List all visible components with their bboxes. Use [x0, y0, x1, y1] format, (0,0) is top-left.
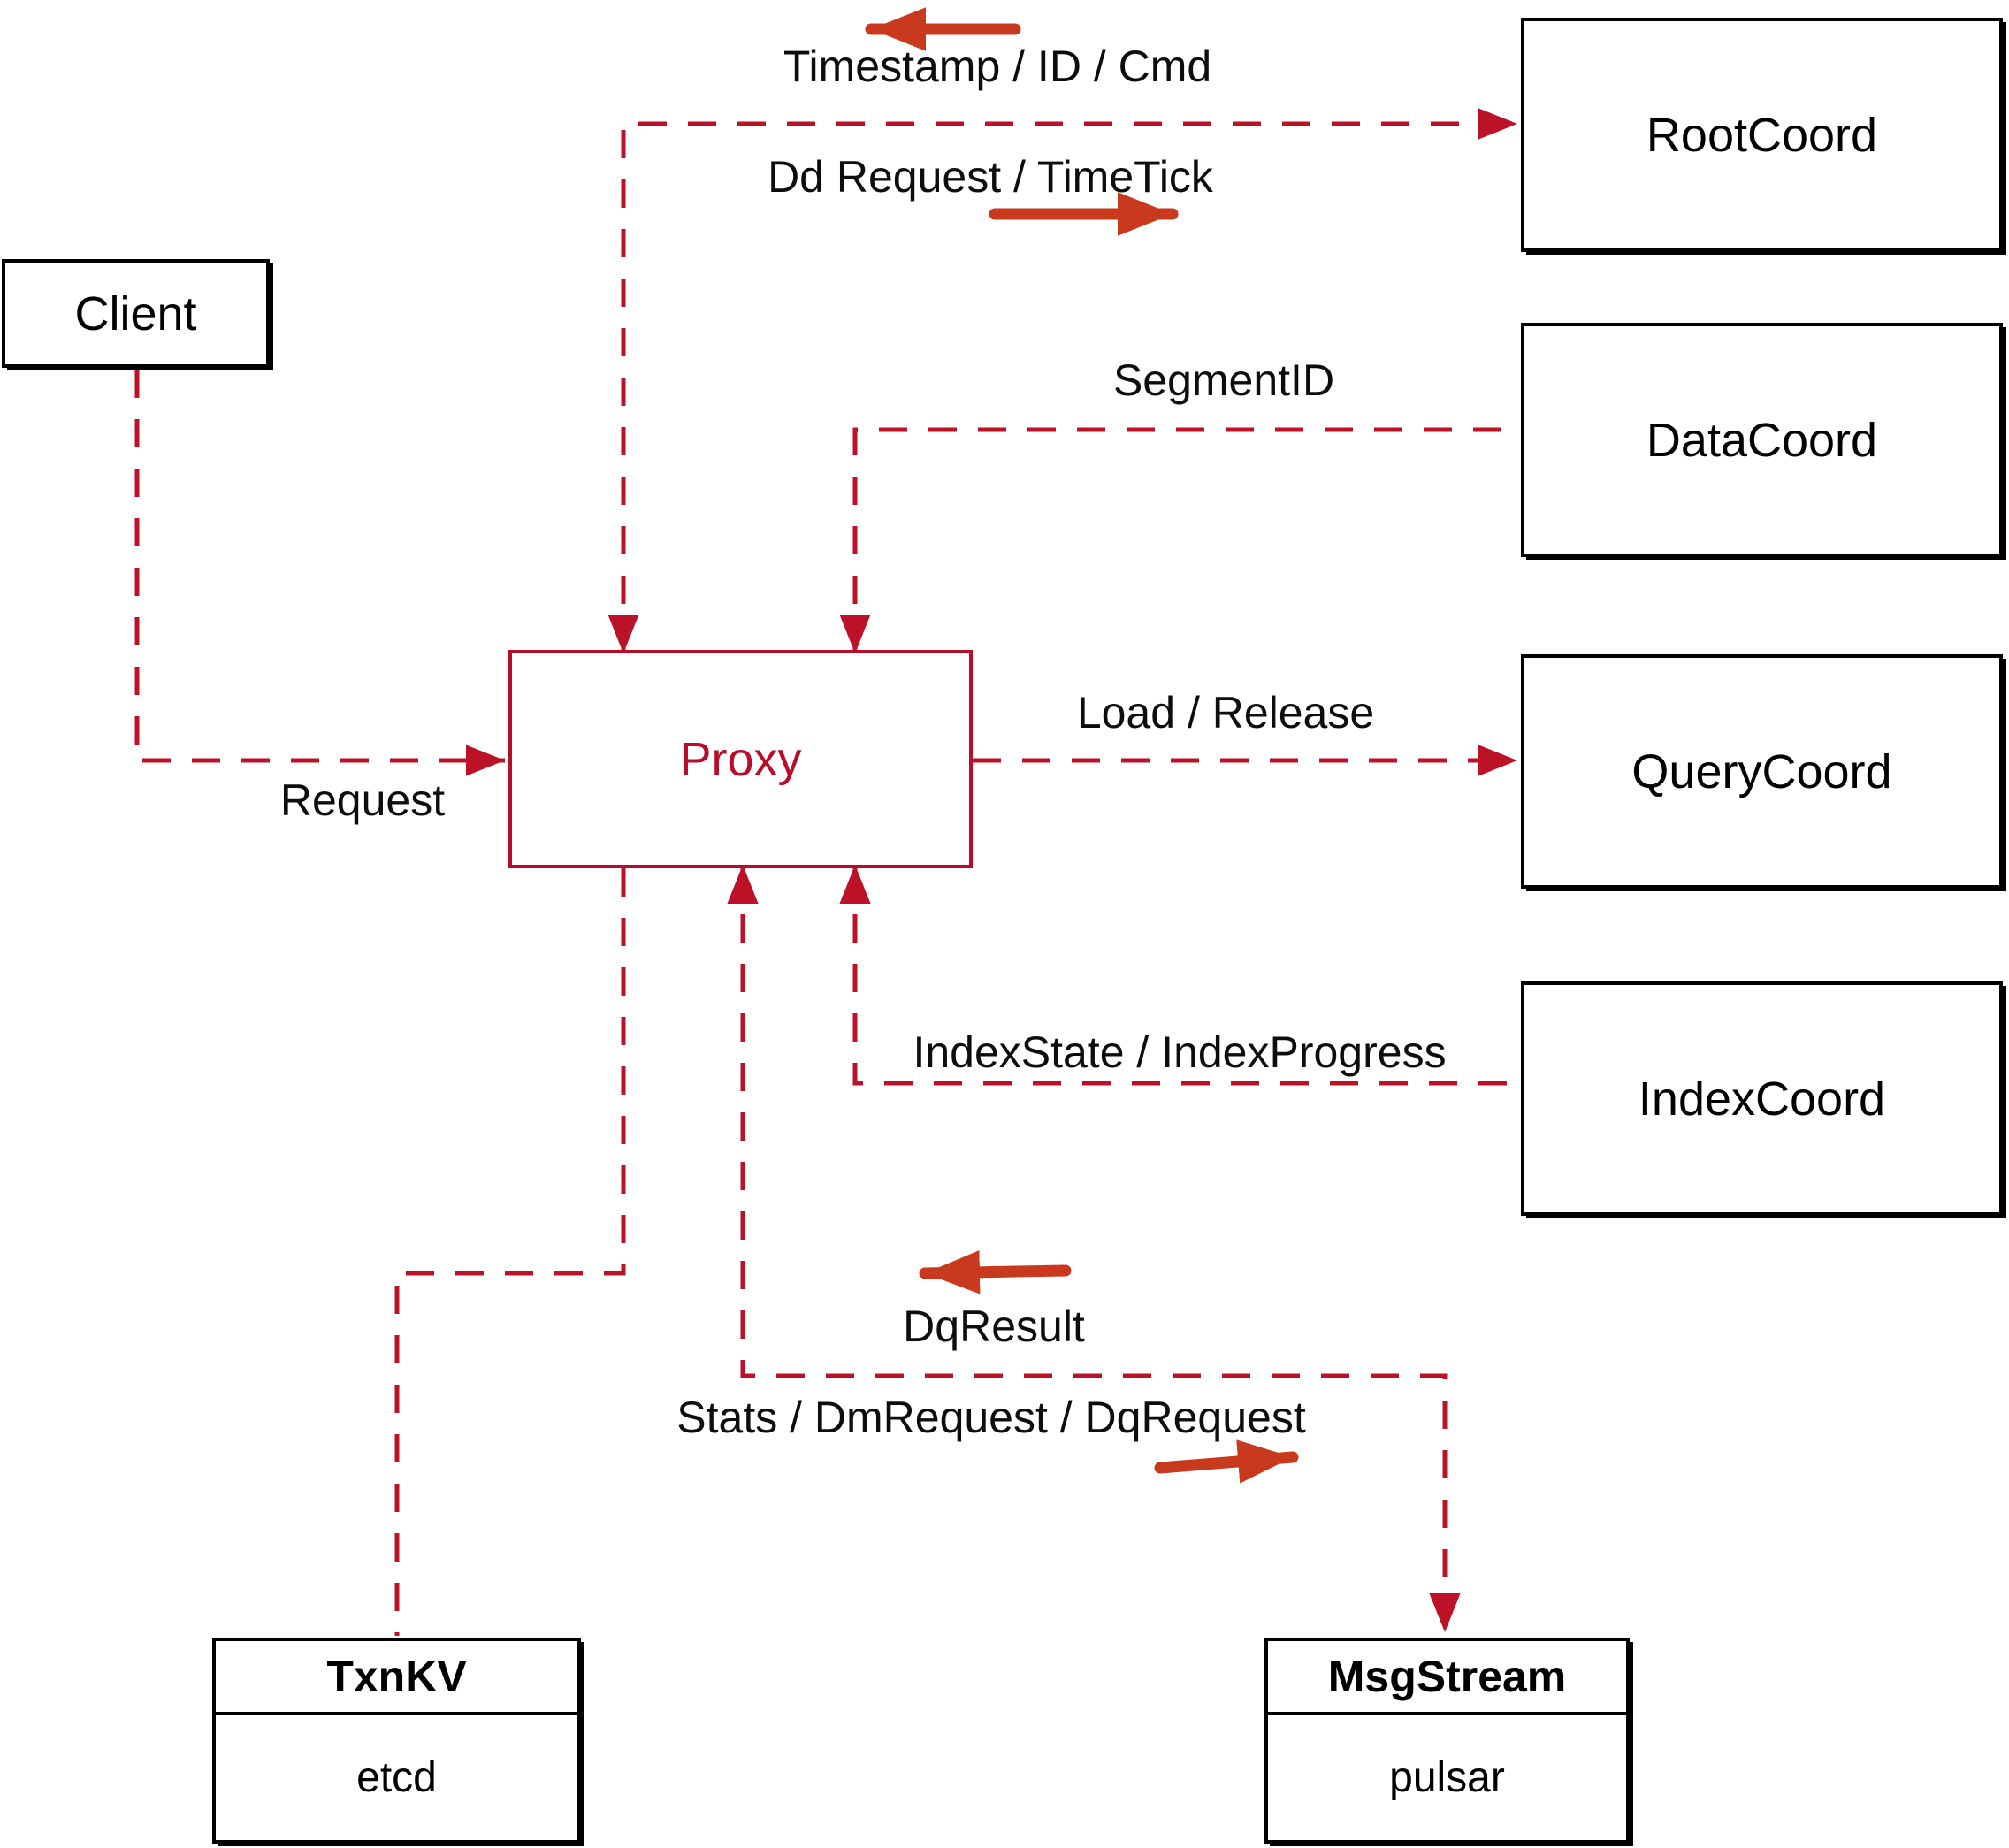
edge-proxy-msgstream [727, 865, 1461, 1632]
segment-id-label: SegmentID [1112, 355, 1335, 405]
indexcoord-node: IndexCoord [1521, 981, 2003, 1216]
msgstream-impl: pulsar [1389, 1754, 1505, 1801]
stats-right-arrow-icon [1154, 1439, 1299, 1484]
edge-client-to-proxy [134, 370, 505, 776]
txnkv-impl: etcd [356, 1754, 437, 1801]
txnkv-node: TxnKV etcd [212, 1638, 581, 1844]
dd-request-timetick-label: Dd Request / TimeTick [768, 152, 1213, 202]
load-release-label: Load / Release [1076, 688, 1375, 737]
proxy-node: Proxy [508, 650, 973, 868]
edge-proxy-rootcoord [607, 108, 1517, 653]
rootcoord-label: RootCoord [1646, 108, 1878, 162]
txnkv-title: TxnKV [216, 1641, 577, 1715]
client-label: Client [74, 286, 197, 340]
rootcoord-node: RootCoord [1521, 18, 2003, 252]
timestamp-id-cmd-label: Timestamp / ID / Cmd [783, 42, 1212, 91]
indexcoord-label: IndexCoord [1638, 1072, 1886, 1126]
dq-result-label: DqResult [903, 1302, 1085, 1351]
stats-dm-dq-request-label: Stats / DmRequest / DqRequest [676, 1393, 1306, 1442]
datacoord-node: DataCoord [1521, 323, 2003, 557]
edge-datacoord-to-proxy [839, 427, 1521, 653]
request-label: Request [279, 775, 446, 825]
index-state-progress-label: IndexState / IndexProgress [913, 1027, 1447, 1077]
edge-proxy-txnkv [394, 868, 626, 1636]
querycoord-node: QueryCoord [1521, 654, 2003, 889]
client-node: Client [2, 259, 270, 368]
msgstream-title: MsgStream [1268, 1641, 1626, 1715]
dq-result-left-arrow-icon [919, 1250, 1072, 1294]
proxy-label: Proxy [679, 732, 802, 786]
querycoord-label: QueryCoord [1631, 745, 1892, 798]
datacoord-label: DataCoord [1646, 413, 1878, 467]
msgstream-node: MsgStream pulsar [1264, 1638, 1630, 1844]
